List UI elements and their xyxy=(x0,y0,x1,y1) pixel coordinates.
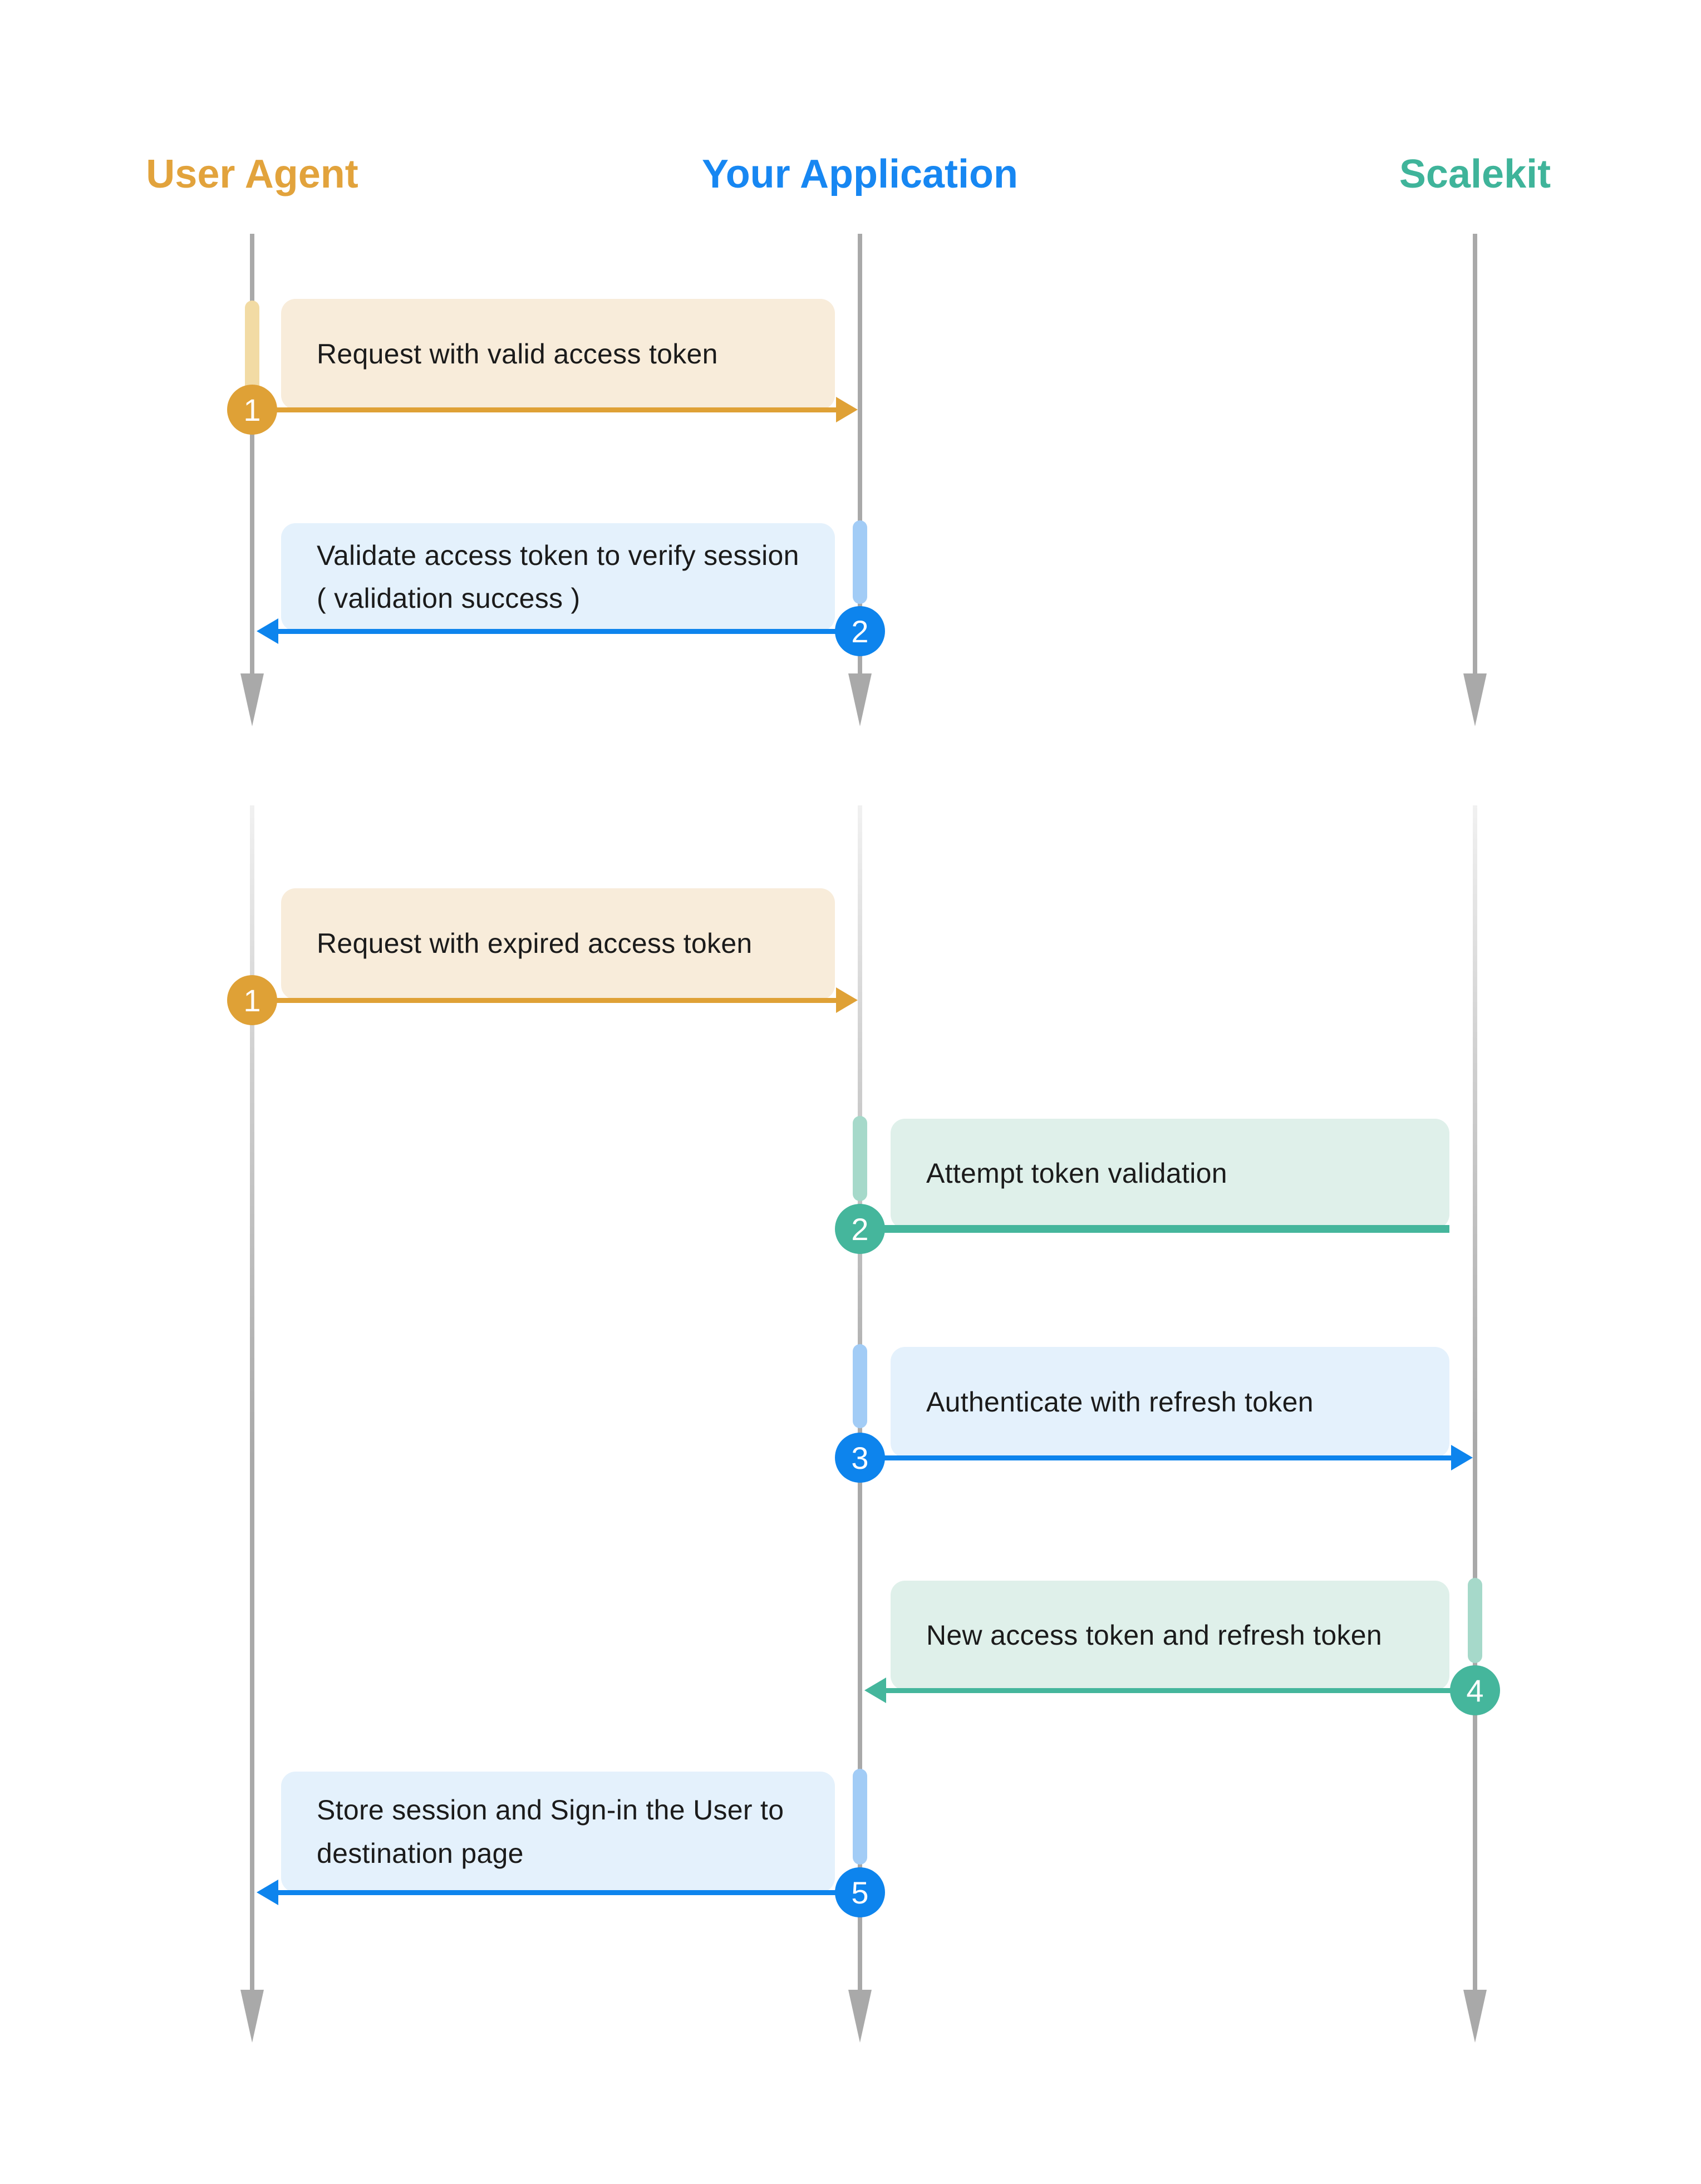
step-badge: 3 xyxy=(835,1433,885,1483)
message-box-attempt-validation: Attempt token validation xyxy=(891,1119,1449,1229)
step-badge: 5 xyxy=(835,1867,885,1917)
message-arrow xyxy=(278,1890,860,1895)
step-number: 3 xyxy=(851,1440,869,1475)
lifeline-arrowhead-icon xyxy=(848,673,872,726)
message-arrow xyxy=(860,1455,1451,1460)
self-message-line xyxy=(862,1225,1449,1233)
step-number: 5 xyxy=(851,1875,869,1910)
arrowhead-right-icon xyxy=(1451,1445,1473,1470)
message-text: Authenticate with refresh token xyxy=(926,1386,1314,1418)
message-box-request-expired-token: Request with expired access token xyxy=(281,888,835,1000)
step-badge: 1 xyxy=(227,385,277,435)
step-badge: 1 xyxy=(227,975,277,1025)
activation-bar-scalekit xyxy=(1468,1578,1482,1663)
activation-bar-your-application xyxy=(853,1769,867,1865)
message-box-store-session: Store session and Sign-in the User to de… xyxy=(281,1772,835,1892)
message-arrow xyxy=(886,1688,1475,1693)
message-text: Request with valid access token xyxy=(317,338,718,370)
step-badge: 4 xyxy=(1450,1665,1500,1715)
arrowhead-right-icon xyxy=(836,397,858,422)
message-box-request-valid-token: Request with valid access token xyxy=(281,299,835,410)
lifeline-user-agent-section1 xyxy=(250,234,254,673)
lifeline-scalekit-section1 xyxy=(1473,234,1477,673)
arrowhead-right-icon xyxy=(836,987,858,1013)
activation-bar-your-application xyxy=(853,1344,867,1428)
lifeline-arrowhead-icon xyxy=(848,1990,872,2043)
message-text: Store session and Sign-in the User to de… xyxy=(317,1794,784,1869)
actor-label-scalekit: Scalekit xyxy=(1399,152,1551,196)
arrowhead-left-icon xyxy=(864,1678,886,1703)
message-arrow xyxy=(252,407,836,412)
step-badge: 2 xyxy=(835,606,885,656)
step-number: 2 xyxy=(851,613,869,649)
step-number: 1 xyxy=(243,392,261,427)
message-box-new-tokens: New access token and refresh token xyxy=(891,1581,1449,1690)
lifeline-scalekit-section2 xyxy=(1473,805,1477,1990)
message-arrow xyxy=(278,629,860,634)
message-text: Request with expired access token xyxy=(317,928,753,960)
message-box-authenticate-refresh: Authenticate with refresh token xyxy=(891,1347,1449,1458)
lifeline-arrowhead-icon xyxy=(1463,673,1487,726)
lifeline-your-application-section1 xyxy=(858,234,862,673)
message-text: Validate access token to verify session … xyxy=(317,539,799,614)
actor-label-your-application: Your Application xyxy=(702,152,1018,196)
lifeline-user-agent-section2 xyxy=(250,805,254,1990)
activation-bar-your-application xyxy=(853,1116,867,1201)
message-arrow xyxy=(252,998,836,1003)
arrowhead-left-icon xyxy=(257,618,278,644)
step-number: 4 xyxy=(1466,1673,1484,1708)
step-number: 2 xyxy=(851,1211,869,1247)
message-text: New access token and refresh token xyxy=(926,1619,1382,1651)
activation-bar-your-application xyxy=(853,520,867,604)
arrowhead-left-icon xyxy=(257,1880,278,1905)
lifeline-arrowhead-icon xyxy=(240,1990,264,2043)
message-box-validate-token: Validate access token to verify session … xyxy=(281,523,835,631)
step-number: 1 xyxy=(243,982,261,1018)
message-text: Attempt token validation xyxy=(926,1158,1227,1189)
step-badge: 2 xyxy=(835,1204,885,1254)
actor-label-user-agent: User Agent xyxy=(146,152,358,196)
lifeline-arrowhead-icon xyxy=(240,673,264,726)
lifeline-arrowhead-icon xyxy=(1463,1990,1487,2043)
